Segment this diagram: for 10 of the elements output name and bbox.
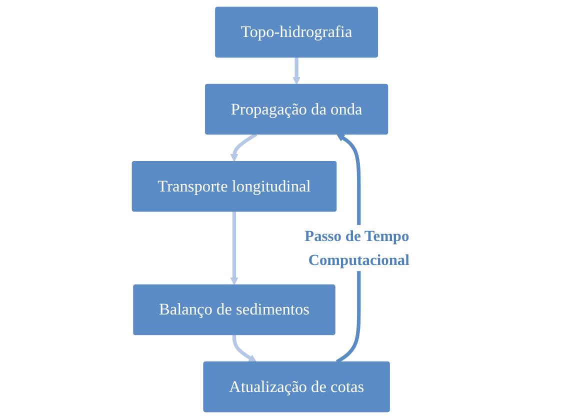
arrow: [230, 211, 238, 286]
node-box: Atualização de cotas: [203, 361, 390, 412]
node-box: Transporte longitudinal: [132, 160, 337, 212]
arrow: [232, 334, 257, 362]
node-box: Topo-hidrografia: [215, 6, 378, 58]
arrow: [292, 57, 301, 85]
node-box: Propagação da onda: [205, 84, 388, 135]
edge-label: Passo de Tempo Computacional: [304, 228, 410, 268]
node-box: Balanço de sedimentos: [133, 284, 336, 336]
arrow: [230, 132, 258, 162]
